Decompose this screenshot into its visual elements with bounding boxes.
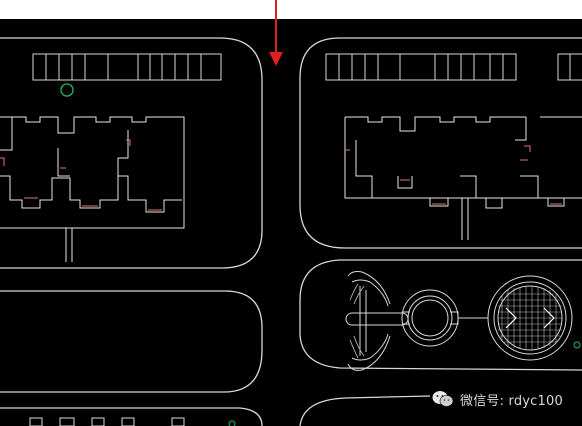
park-marker — [573, 341, 581, 349]
building-left-accents — [0, 139, 162, 211]
park-feature-left — [345, 271, 409, 371]
block-top-left — [0, 37, 263, 269]
watermark-text: 微信号: rdyc100 — [460, 393, 563, 409]
park-plaza-arrows — [505, 307, 555, 329]
road-outlines — [0, 37, 582, 426]
park-fountain — [401, 289, 459, 347]
bottom-structures — [29, 417, 236, 426]
building-right-accents — [345, 145, 562, 205]
park-plaza-grid — [498, 286, 562, 350]
block-park — [299, 259, 582, 371]
block-mid-left — [0, 290, 263, 393]
block-top-right — [299, 37, 582, 249]
wechat-icon — [432, 391, 454, 407]
watermark: 微信号: rdyc100 — [432, 388, 563, 410]
green-marker — [60, 83, 74, 97]
building-left — [0, 116, 185, 262]
parking-rows — [32, 53, 582, 81]
top-white-margin — [0, 0, 582, 19]
block-bottom-left — [0, 407, 263, 426]
building-right — [344, 116, 582, 240]
red-arrow-pointer — [269, 0, 283, 66]
block-bottom-right — [299, 395, 431, 426]
cad-viewport[interactable] — [0, 19, 582, 426]
